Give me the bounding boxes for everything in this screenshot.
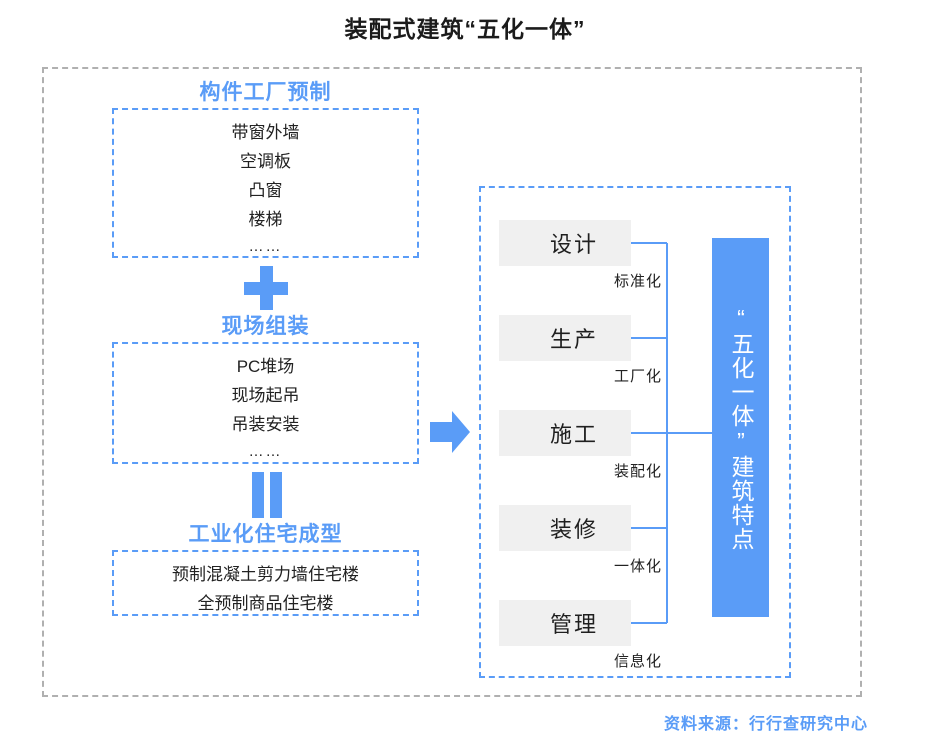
stage-heading-3: 工业化住宅成型 bbox=[188, 523, 343, 546]
right-arrow-icon bbox=[430, 411, 470, 453]
outer-dashed-frame bbox=[42, 67, 862, 697]
phase-label: 施工 bbox=[549, 422, 598, 447]
phase-tag: 装配化 bbox=[613, 463, 662, 480]
stage-item: PC堆场 bbox=[236, 357, 295, 376]
stage-heading-2: 现场组装 bbox=[221, 315, 310, 338]
phase-label: 管理 bbox=[549, 612, 598, 637]
phase-box-construction[interactable]: 施工 bbox=[499, 410, 631, 456]
phase-tag: 一体化 bbox=[613, 558, 662, 575]
stage-item: 吊装安装 bbox=[231, 415, 300, 434]
plus-icon bbox=[243, 266, 288, 310]
stage-item: 全预制商品住宅楼 bbox=[197, 594, 334, 613]
feature-box: “五化一体”建筑特点 bbox=[712, 238, 769, 617]
stage-item: 空调板 bbox=[240, 152, 291, 171]
feature-box-label: “五化一体”建筑特点 bbox=[728, 304, 754, 551]
phase-row-construction: 施工 装配化 bbox=[499, 410, 699, 480]
phase-box-design[interactable]: 设计 bbox=[499, 220, 631, 266]
stage-box-2: PC堆场 现场起吊 吊装安装 …… bbox=[112, 342, 419, 464]
source-note: 资料来源：行行查研究中心 bbox=[663, 716, 868, 733]
phase-label: 装修 bbox=[549, 517, 598, 542]
stage-item: 现场起吊 bbox=[231, 386, 300, 405]
stage-box-3: 预制混凝土剪力墙住宅楼 全预制商品住宅楼 bbox=[112, 550, 419, 616]
phase-label: 生产 bbox=[549, 327, 598, 352]
page-title: 装配式建筑“五化一体” bbox=[344, 16, 586, 42]
phase-row-decoration: 装修 一体化 bbox=[499, 505, 699, 575]
stage-item: 预制混凝土剪力墙住宅楼 bbox=[172, 565, 359, 584]
stage-item: 楼梯 bbox=[248, 210, 283, 229]
phase-row-management: 管理 信息化 bbox=[499, 600, 699, 670]
equals-icon bbox=[250, 472, 282, 518]
stage-heading-1: 构件工厂预制 bbox=[199, 81, 332, 104]
right-dashed-panel bbox=[479, 186, 791, 678]
phase-box-decoration[interactable]: 装修 bbox=[499, 505, 631, 551]
phase-tag: 信息化 bbox=[613, 653, 662, 670]
phase-row-production: 生产 工厂化 bbox=[499, 315, 699, 385]
stage-item-ellipsis: …… bbox=[248, 443, 283, 460]
stage-item: 凸窗 bbox=[248, 181, 283, 200]
stage-item-ellipsis: …… bbox=[248, 238, 283, 255]
stage-box-1: 带窗外墙 空调板 凸窗 楼梯 …… bbox=[112, 108, 419, 258]
phase-box-production[interactable]: 生产 bbox=[499, 315, 631, 361]
phase-tag: 工厂化 bbox=[613, 368, 662, 385]
phase-label: 设计 bbox=[549, 232, 598, 257]
left-column: 构件工厂预制 带窗外墙 空调板 凸窗 楼梯 …… 现场组装 PC堆场 现场起吊 … bbox=[112, 78, 419, 616]
phase-row-design: 设计 标准化 bbox=[499, 220, 699, 290]
operator-equals-wrap bbox=[112, 464, 419, 520]
phase-box-management[interactable]: 管理 bbox=[499, 600, 631, 646]
phase-tag: 标准化 bbox=[613, 273, 662, 290]
operator-plus-wrap bbox=[112, 258, 419, 312]
stage-item: 带窗外墙 bbox=[231, 123, 300, 142]
